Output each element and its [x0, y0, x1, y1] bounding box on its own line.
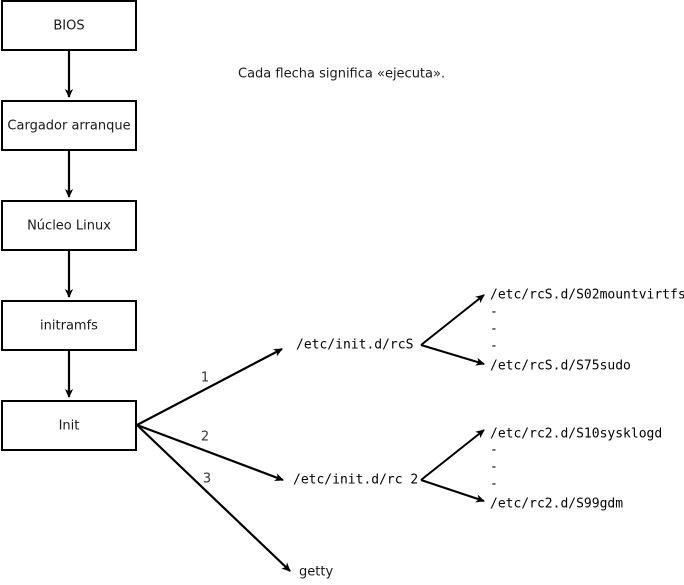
diagram-caption: Cada flecha significa «ejecuta».	[238, 67, 445, 82]
label-init-d-rc2: /etc/init.d/rc 2	[293, 473, 418, 488]
label-rcsd-last-script: /etc/rcS.d/S75sudo	[490, 359, 631, 374]
label-rcsd-first-script: /etc/rcS.d/S02mountvirtfs	[490, 288, 684, 303]
arrow-init-branch-1	[136, 348, 283, 426]
rc2-ellipsis-dash-2: -	[490, 460, 498, 475]
branch-targets-group: /etc/init.d/rcS /etc/init.d/rc 2 getty	[293, 338, 418, 580]
box-bios-label: BIOS	[53, 19, 84, 34]
boot-chain-group: BIOS Cargador arranque Núcleo Linux init…	[1, 0, 137, 451]
box-kernel: Núcleo Linux	[1, 200, 137, 251]
box-kernel-label: Núcleo Linux	[27, 219, 111, 234]
rc2-ellipsis-dash-3: -	[490, 477, 498, 492]
box-bios: BIOS	[1, 0, 137, 51]
box-bootloader: Cargador arranque	[1, 100, 137, 151]
arrow-rc2-to-first-script	[420, 429, 485, 481]
box-initramfs-label: initramfs	[40, 319, 98, 334]
box-bootloader-label: Cargador arranque	[7, 119, 130, 134]
rcs-fork-group: /etc/rcS.d/S02mountvirtfs - - - /etc/rcS…	[420, 288, 684, 374]
box-init-rect	[1, 400, 137, 451]
rcs-ellipsis-dash-1: -	[490, 305, 498, 320]
arrow-rcs-to-first-script	[420, 294, 485, 346]
box-init-label: Init	[59, 419, 80, 434]
branch-number-3: 3	[203, 472, 211, 487]
arrow-init-branch-3	[136, 424, 291, 572]
rcs-ellipsis-dash-2: -	[490, 322, 498, 337]
box-kernel-rect	[1, 200, 137, 251]
arrow-init-branch-2	[136, 423, 284, 482]
label-getty: getty	[299, 565, 333, 580]
label-rc2d-first-script: /etc/rc2.d/S10sysklogd	[490, 427, 662, 442]
label-rc2d-last-script: /etc/rc2.d/S99gdm	[490, 497, 623, 512]
branch-number-1: 1	[201, 371, 209, 386]
rc2-ellipsis-dash-1: -	[490, 443, 498, 458]
box-bios-rect	[1, 0, 137, 51]
label-init-d-rcs: /etc/init.d/rcS	[296, 338, 413, 353]
arrow-rcs-to-last-script	[420, 344, 485, 366]
box-init: Init	[1, 400, 137, 451]
box-initramfs-rect	[1, 300, 137, 351]
arrow-rc2-to-last-script	[420, 479, 485, 503]
branch-number-2: 2	[201, 430, 209, 445]
box-initramfs: initramfs	[1, 300, 137, 351]
init-fanout-group: 1 2 3	[136, 348, 291, 572]
rcs-ellipsis-dash-3: -	[490, 339, 498, 354]
rc2-fork-group: /etc/rc2.d/S10sysklogd - - - /etc/rc2.d/…	[420, 427, 662, 512]
